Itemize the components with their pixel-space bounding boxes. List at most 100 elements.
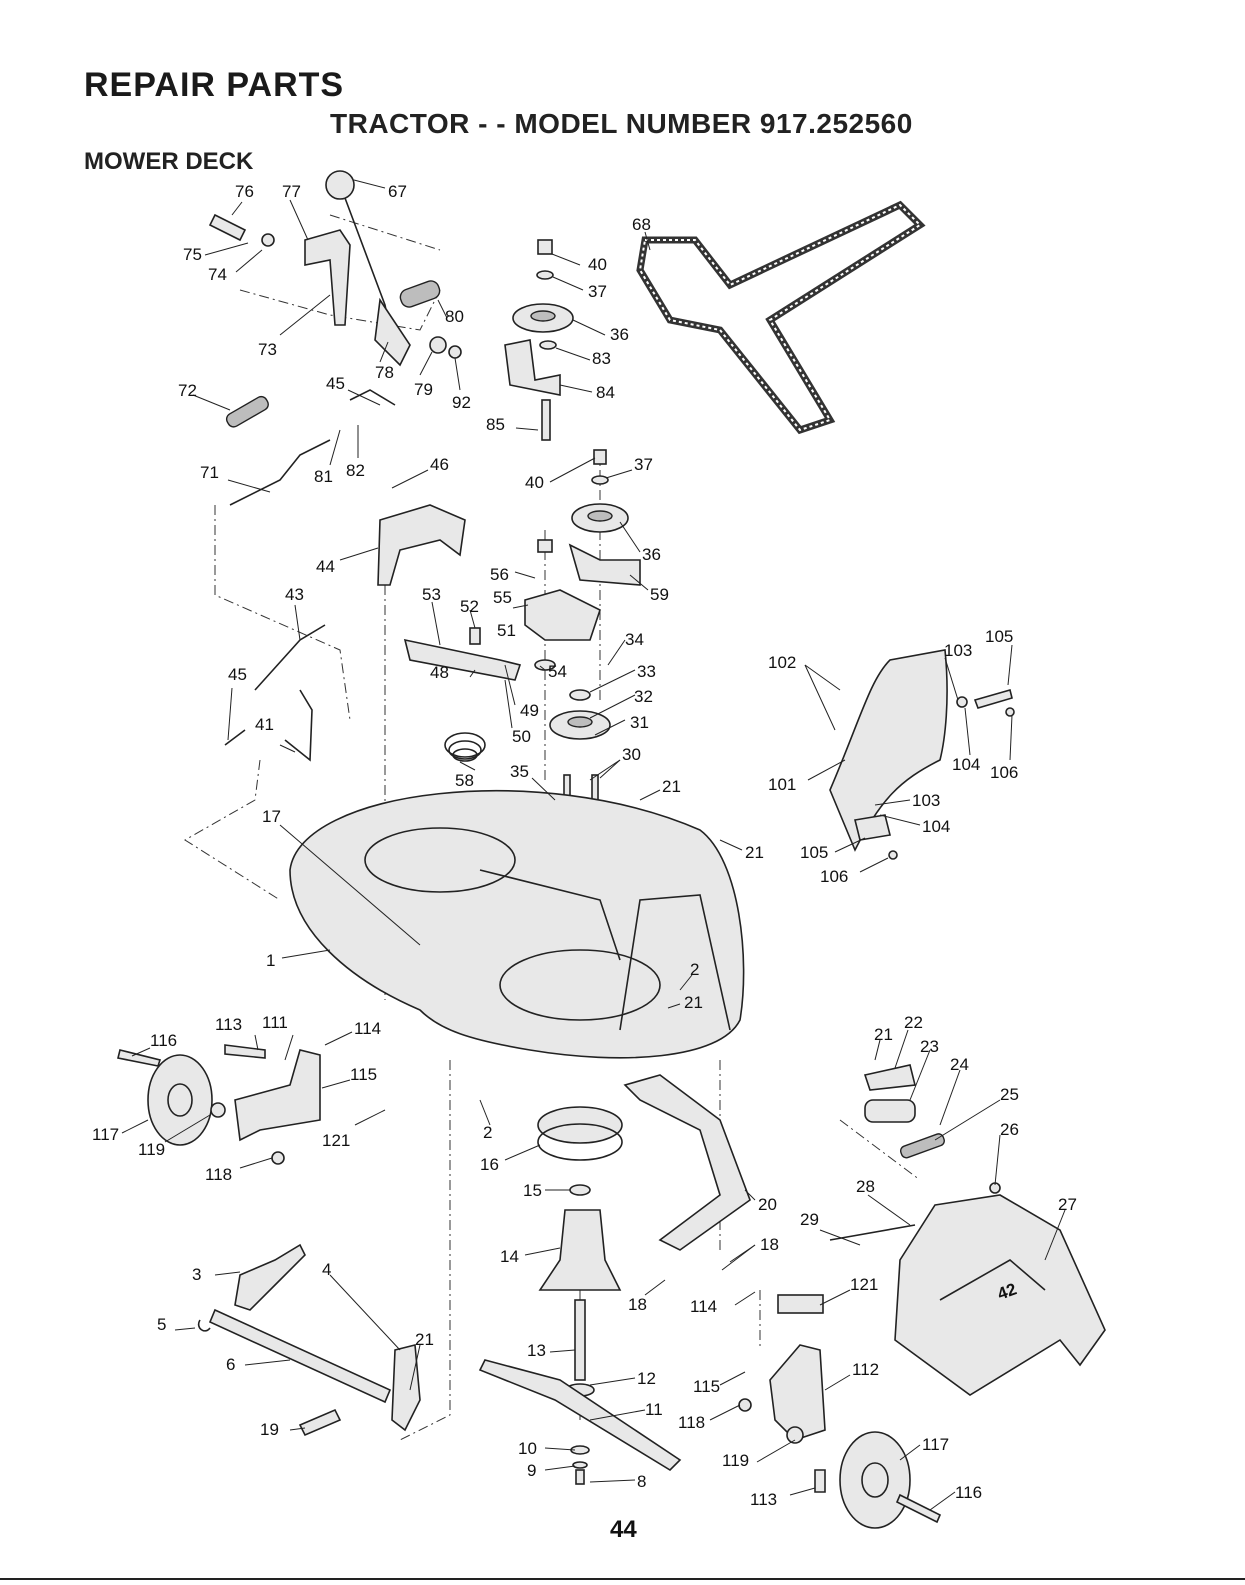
- part-label: 29: [800, 1210, 819, 1229]
- part-label: 34: [625, 630, 644, 649]
- part-label: 21: [745, 843, 764, 862]
- leader-lines: [121, 179, 1066, 1511]
- part-label: 49: [520, 701, 539, 720]
- belt-guide: [377, 504, 466, 586]
- deflector-shield: [829, 649, 1015, 860]
- part-label: 103: [912, 791, 940, 810]
- part-label: 56: [490, 565, 509, 584]
- part-label: 121: [850, 1275, 878, 1294]
- page-number: 44: [610, 1516, 637, 1543]
- part-label: 44: [316, 557, 335, 576]
- part-label: 27: [1058, 1195, 1077, 1214]
- part-label: 104: [952, 755, 980, 774]
- part-label: 80: [445, 307, 464, 326]
- part-label: 114: [690, 1297, 717, 1316]
- spindle-blade-assembly: [478, 1106, 682, 1485]
- part-label: 77: [282, 182, 301, 201]
- part-label: 11: [645, 1400, 663, 1419]
- mower-deck-housing: [289, 789, 745, 1059]
- part-label: 81: [314, 467, 333, 486]
- part-label: 6: [226, 1355, 235, 1374]
- part-label: 73: [258, 340, 277, 359]
- part-label: 59: [650, 585, 669, 604]
- part-label: 20: [758, 1195, 777, 1214]
- part-label: 14: [500, 1247, 519, 1266]
- part-label: 51: [497, 621, 516, 640]
- part-label: 102: [768, 653, 796, 672]
- part-label: 105: [985, 627, 1013, 646]
- torsion-spring: [444, 732, 486, 762]
- belt-guard-arm: [623, 1074, 751, 1251]
- part-label: 8: [637, 1472, 646, 1491]
- part-label: 119: [722, 1451, 749, 1470]
- part-label: 13: [527, 1341, 546, 1360]
- part-label: 23: [920, 1037, 939, 1056]
- part-label: 31: [630, 713, 649, 732]
- part-label: 72: [178, 381, 197, 400]
- part-label: 48: [430, 663, 449, 682]
- section-title: MOWER DECK: [84, 148, 254, 175]
- idler-arm-bracket: [403, 589, 601, 681]
- part-label: 114: [354, 1019, 381, 1038]
- part-label: 71: [200, 463, 219, 482]
- part-label: 113: [750, 1490, 777, 1509]
- part-label: 45: [326, 374, 345, 393]
- part-label: 37: [634, 455, 653, 474]
- discharge-chute: 42: [894, 1194, 1106, 1396]
- part-label: 113: [215, 1015, 242, 1034]
- page-title: REPAIR PARTS: [84, 66, 345, 104]
- part-label: 50: [512, 727, 531, 746]
- part-label: 28: [856, 1177, 875, 1196]
- part-label: 67: [388, 182, 407, 201]
- part-label: 115: [350, 1065, 377, 1084]
- rear-lift-link: [197, 1243, 421, 1437]
- part-label: 75: [183, 245, 202, 264]
- part-label: 18: [628, 1295, 647, 1314]
- part-label: 36: [610, 325, 629, 344]
- part-label: 104: [922, 817, 950, 836]
- drive-belt: [636, 200, 926, 435]
- part-label: 101: [768, 775, 796, 794]
- part-label: 33: [637, 662, 656, 681]
- part-label: 118: [678, 1413, 705, 1432]
- part-label: 21: [684, 993, 703, 1012]
- part-label: 78: [375, 363, 394, 382]
- part-label: 9: [527, 1461, 536, 1480]
- lift-spring-rod: [225, 389, 396, 506]
- part-label: 24: [950, 1055, 969, 1074]
- part-label: 115: [693, 1377, 720, 1396]
- part-label: 121: [322, 1131, 350, 1150]
- part-label: 21: [874, 1025, 893, 1044]
- part-label: 25: [1000, 1085, 1019, 1104]
- part-label: 117: [92, 1125, 119, 1144]
- part-label: 35: [510, 762, 529, 781]
- part-label: 82: [346, 461, 365, 480]
- part-label: 116: [955, 1483, 982, 1502]
- part-label: 2: [690, 960, 699, 979]
- part-label: 45: [228, 665, 247, 684]
- part-label: 84: [596, 383, 615, 402]
- part-label: 118: [205, 1165, 232, 1184]
- part-label: 32: [634, 687, 653, 706]
- part-label: 18: [760, 1235, 779, 1254]
- part-label: 117: [922, 1435, 949, 1454]
- part-label: 74: [208, 265, 227, 284]
- part-label: 68: [632, 215, 651, 234]
- part-number-labels: 76 77 67 75 74 68 40 37 36 83 84 80 73 7…: [92, 182, 1077, 1509]
- front-link-rod: [224, 624, 326, 762]
- part-label: 16: [480, 1155, 499, 1174]
- part-label: 83: [592, 349, 611, 368]
- part-label: 36: [642, 545, 661, 564]
- part-label: 43: [285, 585, 304, 604]
- lift-lever-assembly: [208, 170, 462, 367]
- part-label: 111: [262, 1013, 288, 1032]
- part-label: 53: [422, 585, 441, 604]
- part-label: 30: [622, 745, 641, 764]
- part-label: 22: [904, 1013, 923, 1032]
- part-label: 4: [322, 1260, 331, 1279]
- part-label: 92: [452, 393, 471, 412]
- part-label: 21: [415, 1330, 434, 1349]
- part-label: 116: [150, 1031, 177, 1050]
- model-subtitle: TRACTOR - - MODEL NUMBER 917.252560: [330, 108, 913, 139]
